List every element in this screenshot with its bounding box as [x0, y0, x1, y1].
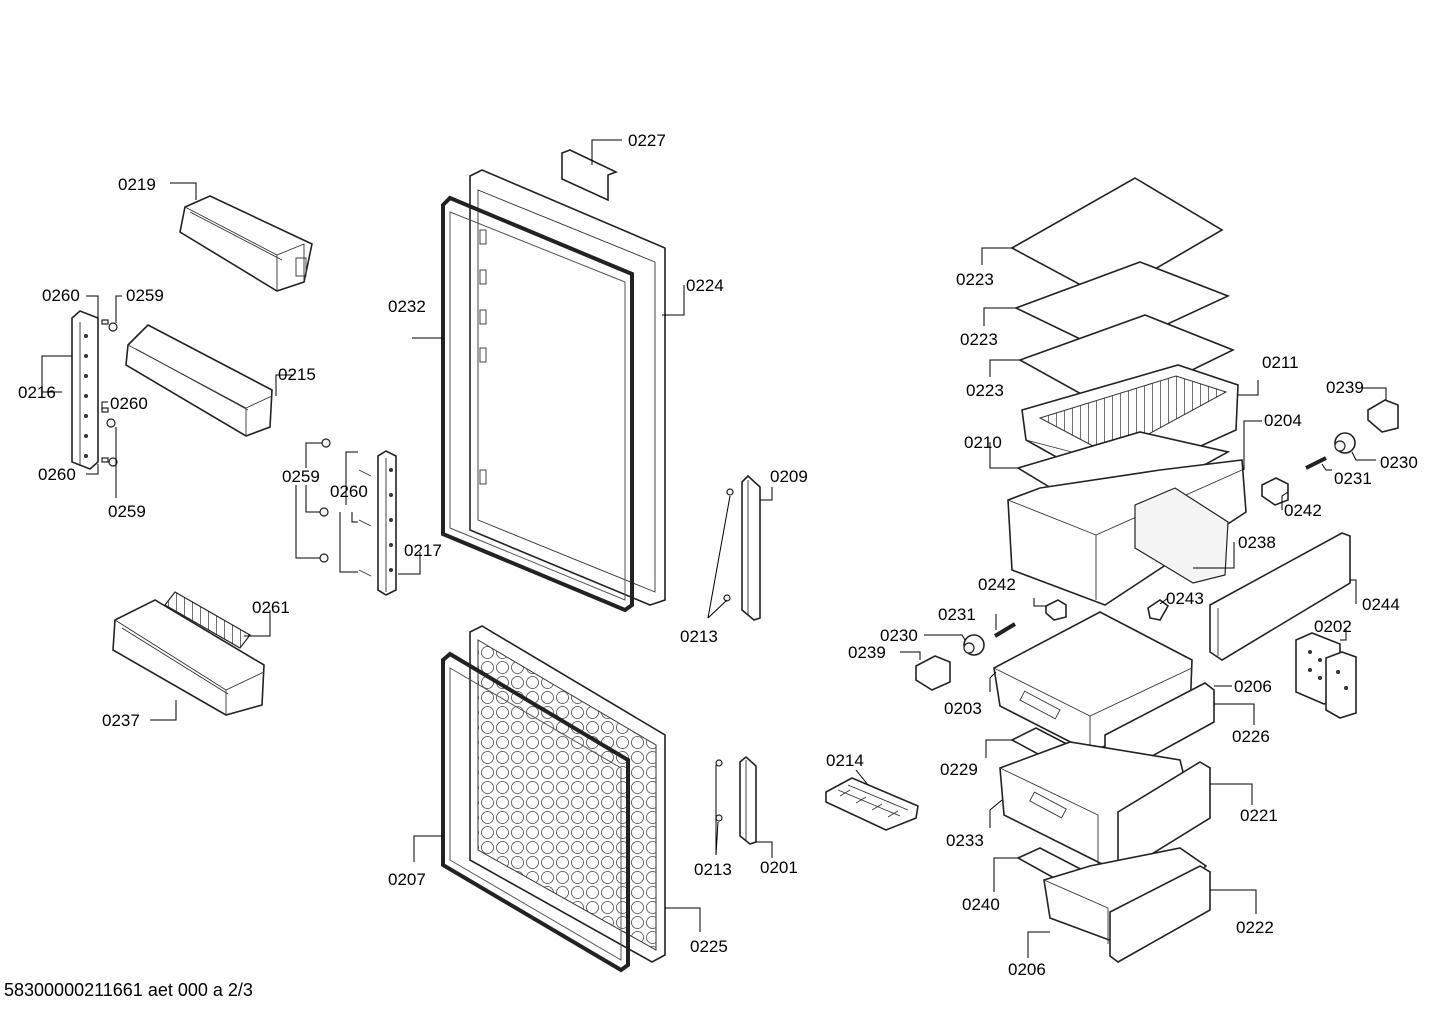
label-0261: 0261 — [252, 598, 290, 617]
label-0213: 0213 — [694, 860, 732, 879]
label-0244: 0244 — [1362, 595, 1400, 614]
label-0216: 0216 — [18, 383, 56, 402]
part-0224-upper-door — [469, 169, 666, 606]
label-0221: 0221 — [1240, 806, 1278, 825]
part-0227-label — [561, 149, 619, 202]
part-0223-glass-shelf — [1013, 261, 1231, 353]
label-0259: 0259 — [126, 286, 164, 305]
label-0230: 0230 — [1380, 453, 1418, 472]
part-0225-lower-door — [469, 625, 666, 963]
label-0260: 0260 — [38, 465, 76, 484]
part-0215-door-bin — [125, 324, 273, 437]
label-0215: 0215 — [278, 365, 316, 384]
label-0238: 0238 — [1238, 533, 1276, 552]
label-0230: 0230 — [880, 626, 918, 645]
part-0201-hinge-cover — [715, 755, 757, 845]
label-0222: 0222 — [1236, 918, 1274, 937]
label-0231: 0231 — [1334, 469, 1372, 488]
label-0229: 0229 — [940, 760, 978, 779]
label-0210: 0210 — [964, 433, 1002, 452]
label-0206: 0206 — [1008, 960, 1046, 979]
label-0223: 0223 — [960, 330, 998, 349]
label-0259: 0259 — [108, 502, 146, 521]
part-0219-door-bin — [179, 195, 313, 292]
label-0201: 0201 — [760, 858, 798, 877]
part-0216-rack — [71, 310, 118, 470]
label-0211: 0211 — [1262, 353, 1299, 372]
label-0209: 0209 — [770, 467, 808, 486]
callout-labels: 0227 0219 0224 0232 0260 0259 0216 0215 … — [18, 131, 1418, 979]
label-0217: 0217 — [404, 541, 442, 560]
drawing-id: 58300000211661 aet 000 a 2/3 — [4, 980, 253, 1000]
part-0206-freezer-drawer — [1043, 847, 1208, 945]
label-0240: 0240 — [962, 895, 1000, 914]
part-0231-pin — [1305, 456, 1327, 470]
label-0214: 0214 — [826, 751, 864, 770]
part-0230-roller — [1334, 432, 1356, 454]
part-0232-upper-gasket — [441, 195, 634, 613]
part-0214-ice-tray — [825, 777, 919, 831]
label-0260: 0260 — [42, 286, 80, 305]
label-0233: 0233 — [946, 831, 984, 850]
label-0206: 0206 — [1234, 677, 1272, 696]
label-0243: 0243 — [1166, 589, 1204, 608]
label-0242: 0242 — [1284, 501, 1322, 520]
part-0242-clip — [1045, 599, 1067, 621]
part-0239-bracket — [915, 655, 951, 691]
label-0203: 0203 — [944, 699, 982, 718]
part-0217-rack — [319, 438, 397, 596]
label-0260: 0260 — [330, 482, 368, 501]
label-0213: 0213 — [680, 627, 718, 646]
label-0227: 0227 — [628, 131, 666, 150]
label-0232: 0232 — [388, 297, 426, 316]
part-0230-roller — [963, 634, 985, 656]
part-0244-front-panel — [1209, 532, 1351, 661]
part-0207-lower-gasket — [441, 651, 630, 973]
label-0223: 0223 — [966, 381, 1004, 400]
part-0261-bin-insert — [164, 591, 251, 649]
part-0237-door-bin — [112, 599, 265, 716]
label-0239: 0239 — [848, 643, 886, 662]
label-0259: 0259 — [282, 467, 320, 486]
part-0204-crisper-frame — [1007, 459, 1247, 606]
label-0242: 0242 — [978, 575, 1016, 594]
part-0209-hinge-cover — [723, 474, 761, 621]
label-0231: 0231 — [938, 605, 976, 624]
part-0231-pin — [993, 622, 1017, 638]
part-0223-glass-shelf — [1010, 177, 1224, 299]
part-0243-clip — [1147, 599, 1170, 621]
label-0226: 0226 — [1232, 727, 1270, 746]
label-0239: 0239 — [1326, 378, 1364, 397]
label-0225: 0225 — [690, 937, 728, 956]
label-0224: 0224 — [686, 276, 724, 295]
label-0223: 0223 — [956, 270, 994, 289]
label-0219: 0219 — [118, 175, 156, 194]
part-0239-bracket — [1367, 399, 1399, 433]
label-0207: 0207 — [388, 870, 426, 889]
part-0202-cold-pack — [1295, 632, 1357, 719]
leader-lines — [41, 139, 1387, 958]
part-0222-drawer-front — [1109, 865, 1211, 963]
label-0260: 0260 — [110, 394, 148, 413]
label-0237: 0237 — [102, 711, 140, 730]
label-0204: 0204 — [1264, 411, 1302, 430]
label-0202: 0202 — [1314, 617, 1352, 636]
